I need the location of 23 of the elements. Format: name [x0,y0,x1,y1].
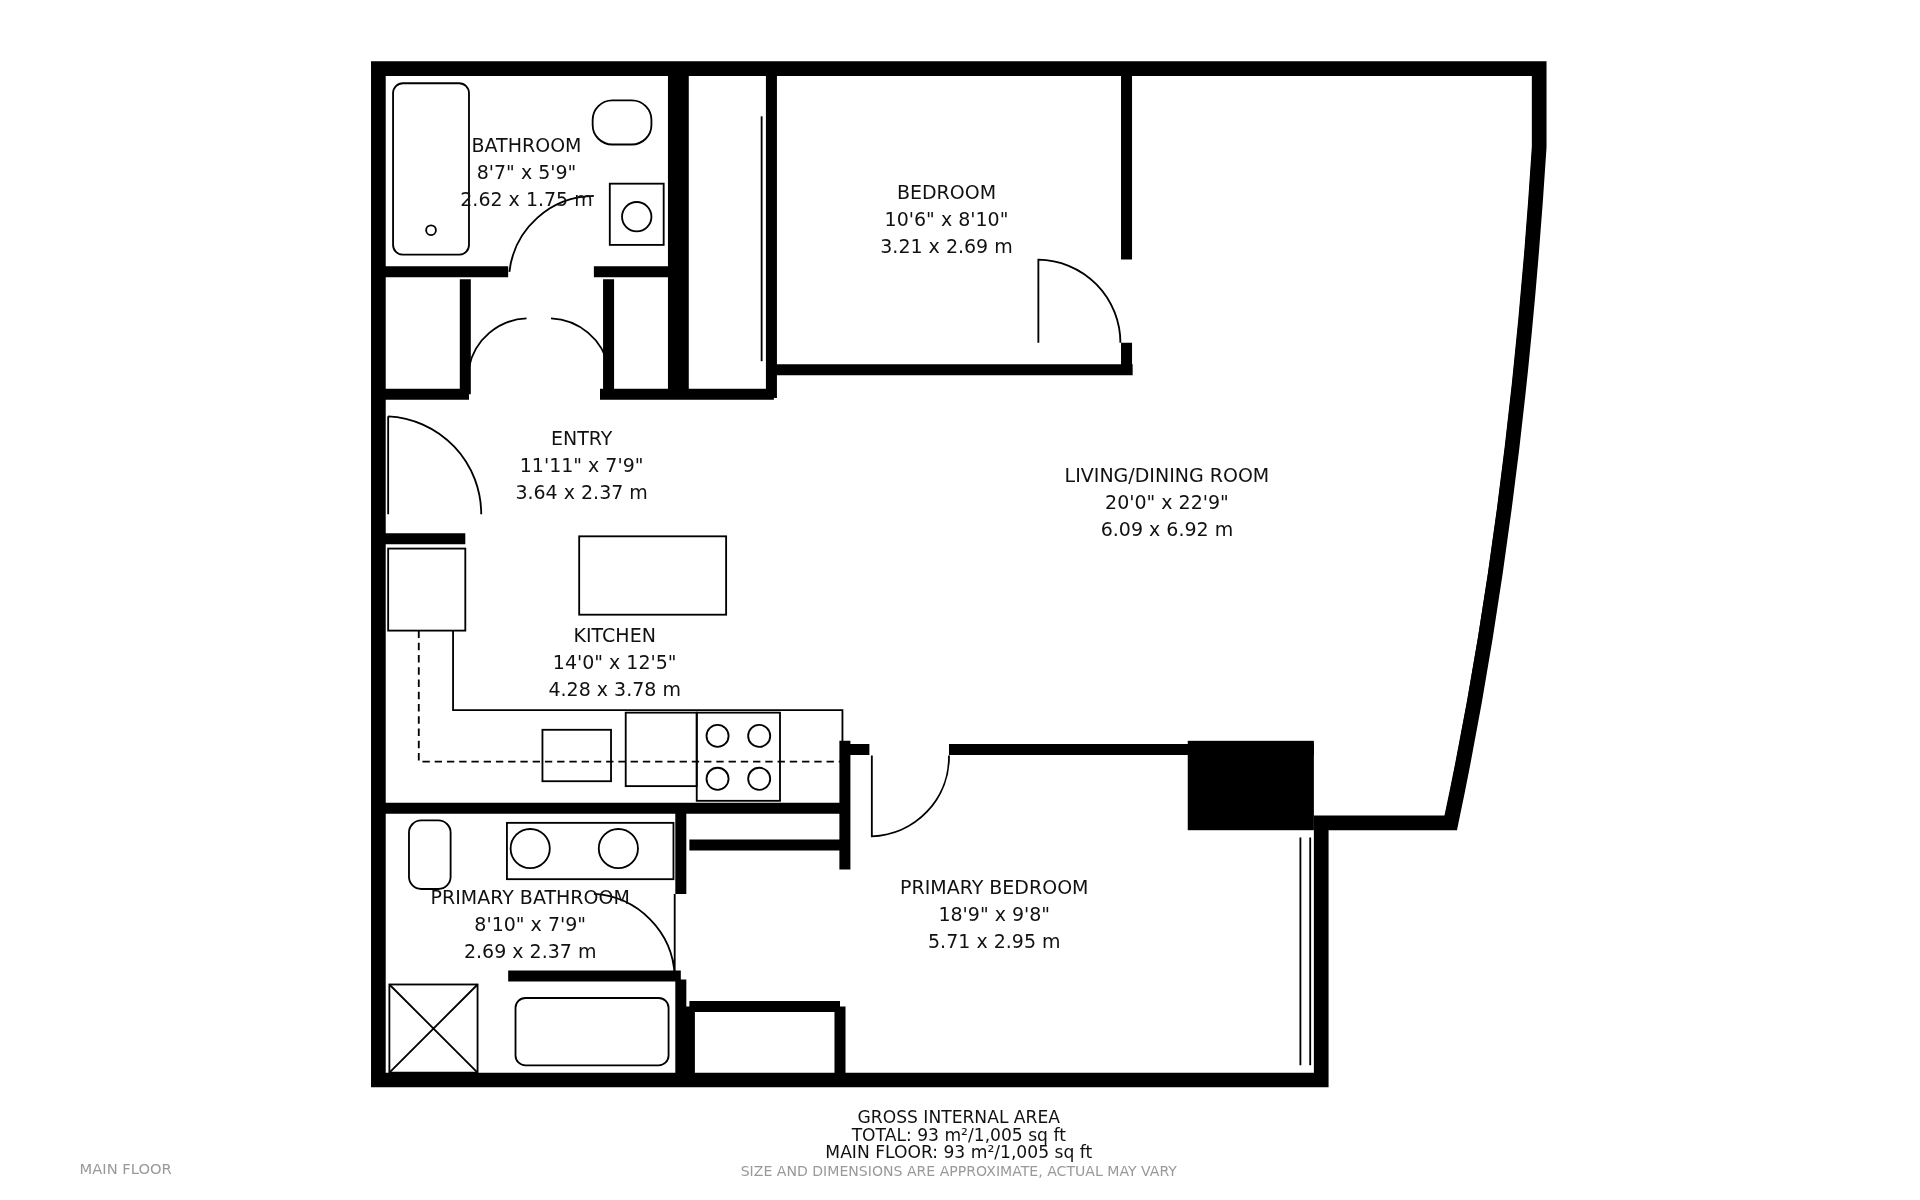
area-total: TOTAL: 93 m²/1,005 sq ft [851,1125,1066,1146]
room-dimensions: 14'0" x 12'5" [551,650,678,676]
room-name: KITCHEN [572,623,657,649]
room-dimensions: 11'11" x 7'9" [518,452,645,478]
room-name: LIVING/DINING ROOM [1064,462,1270,488]
room-name: PRIMARY BEDROOM [900,875,1089,901]
room-dimensions: 5.71 x 2.95 m [927,929,1062,955]
room-dimensions: 4.28 x 3.78 m [548,677,681,703]
room-dimensions: 10'6" x 8'10" [883,206,1010,232]
room-dimensions: 2.69 x 2.37 m [462,939,598,965]
room-dimensions: 18'9" x 9'8" [937,902,1052,928]
room-dimensions: 6.09 x 6.92 m [1099,516,1235,542]
room-dimensions: 8'7" x 5'9" [475,160,578,186]
room-dimensions: 3.21 x 2.69 m [880,233,1013,259]
room-name: BEDROOM [895,179,998,205]
room-dimensions: 20'0" x 22'9" [1104,489,1230,515]
room-name: BATHROOM [470,133,583,159]
room-dimensions: 8'10" x 7'9" [473,912,588,938]
room-name: ENTRY [549,425,614,451]
room-dimensions: 3.64 x 2.37 m [515,479,648,505]
floor-name: MAIN FLOOR [79,1159,172,1177]
disclaimer-note: SIZE AND DIMENSIONS ARE APPROXIMATE, ACTUAL MAY VARY [740,1163,1177,1180]
area-heading: GROSS INTERNAL AREA [857,1106,1061,1127]
